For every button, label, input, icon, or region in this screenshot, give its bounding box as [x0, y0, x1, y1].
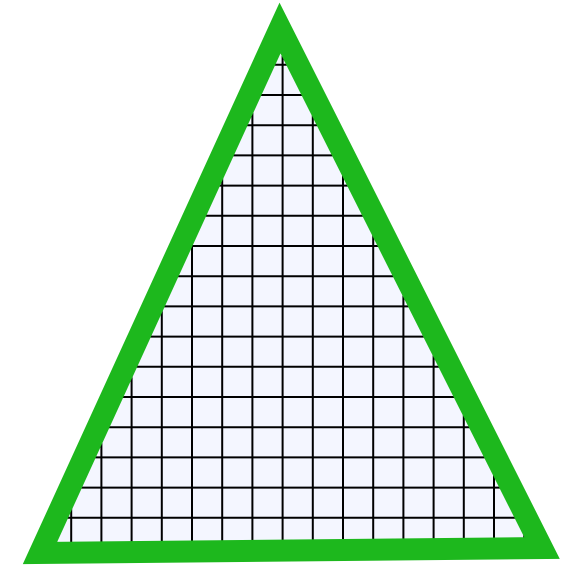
triangle-outline — [22, 2, 560, 565]
triangle-fill — [40, 28, 542, 553]
